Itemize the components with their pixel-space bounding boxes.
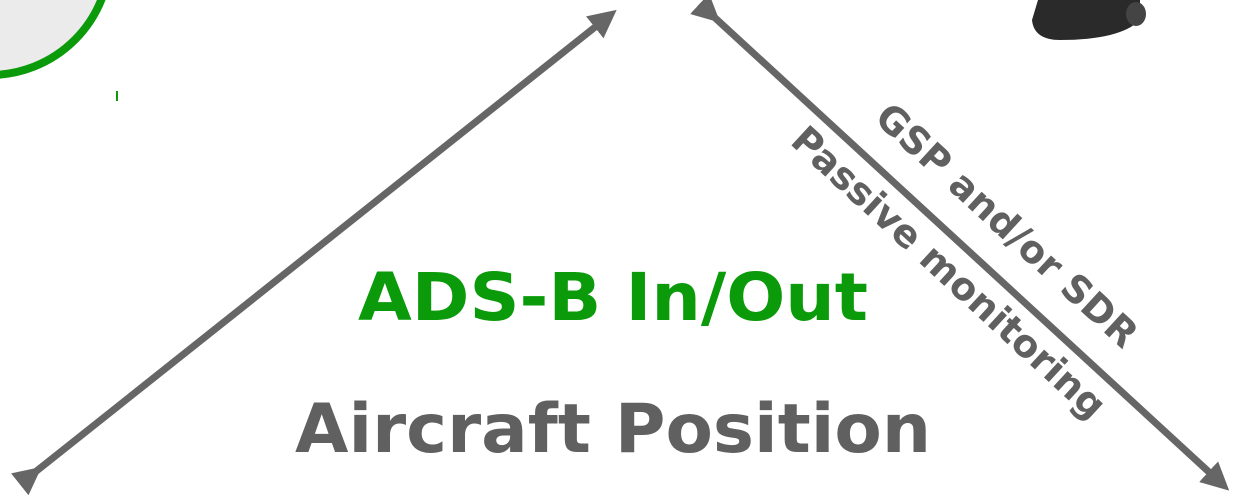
antenna-device-icon xyxy=(1032,0,1146,40)
circle-node-icon xyxy=(0,0,106,79)
ads-b-label: ADS-B In/Out xyxy=(358,259,868,336)
left-double-arrow xyxy=(11,9,617,496)
aircraft-position-label: Aircraft Position xyxy=(295,390,931,469)
right-double-arrow xyxy=(690,0,1230,491)
